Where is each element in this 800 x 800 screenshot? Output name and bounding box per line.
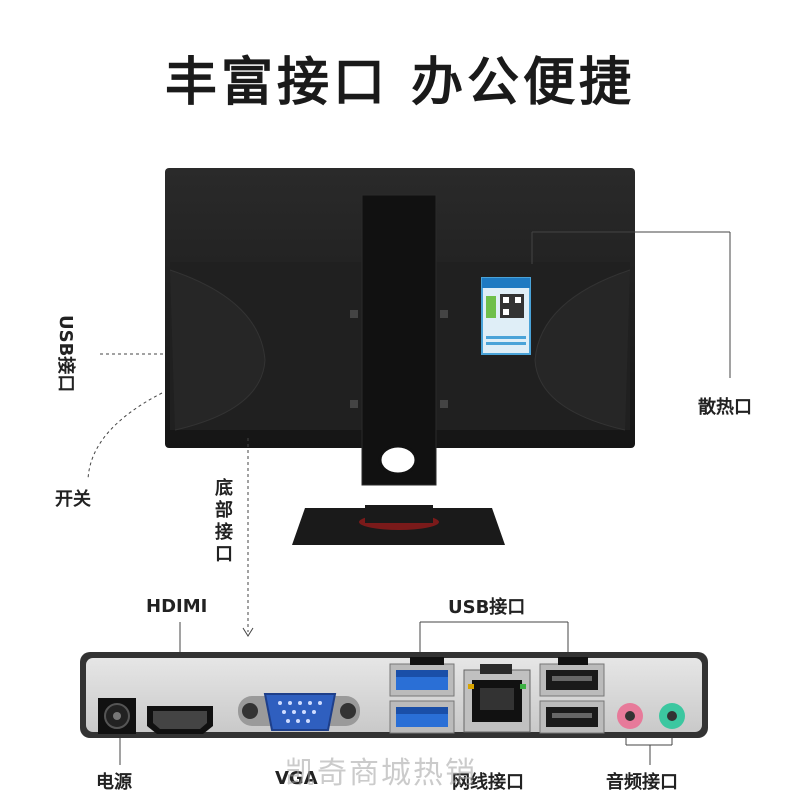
ethernet-port-icon xyxy=(463,664,531,733)
audio-label: 音频接口 xyxy=(606,772,678,793)
network-label: 网线接口 xyxy=(452,772,524,793)
power-jack-icon xyxy=(98,698,136,734)
vent-label: 散热口 xyxy=(698,397,752,418)
usb-port-icon xyxy=(389,657,455,734)
watermark: 凯奇商城热销 xyxy=(285,756,477,791)
monitor-back xyxy=(165,168,635,545)
vga-port-icon xyxy=(238,693,360,731)
power-label: 电源 xyxy=(96,772,132,793)
hdmi-label: HDIMI xyxy=(146,596,208,617)
usb-port-icon xyxy=(539,657,605,734)
power-switch-label: 开关 xyxy=(55,489,91,510)
hdmi-port-icon xyxy=(147,706,213,734)
usb-panel-label: USB接口 xyxy=(448,597,526,618)
audio-jack-icon xyxy=(617,703,685,729)
page-title: 丰富接口 办公便捷 xyxy=(164,53,636,113)
bottom-ports-label: 底部接口 xyxy=(215,478,233,565)
usb-side-label: USB接口 xyxy=(55,315,76,393)
vga-label: VGA xyxy=(275,768,318,789)
